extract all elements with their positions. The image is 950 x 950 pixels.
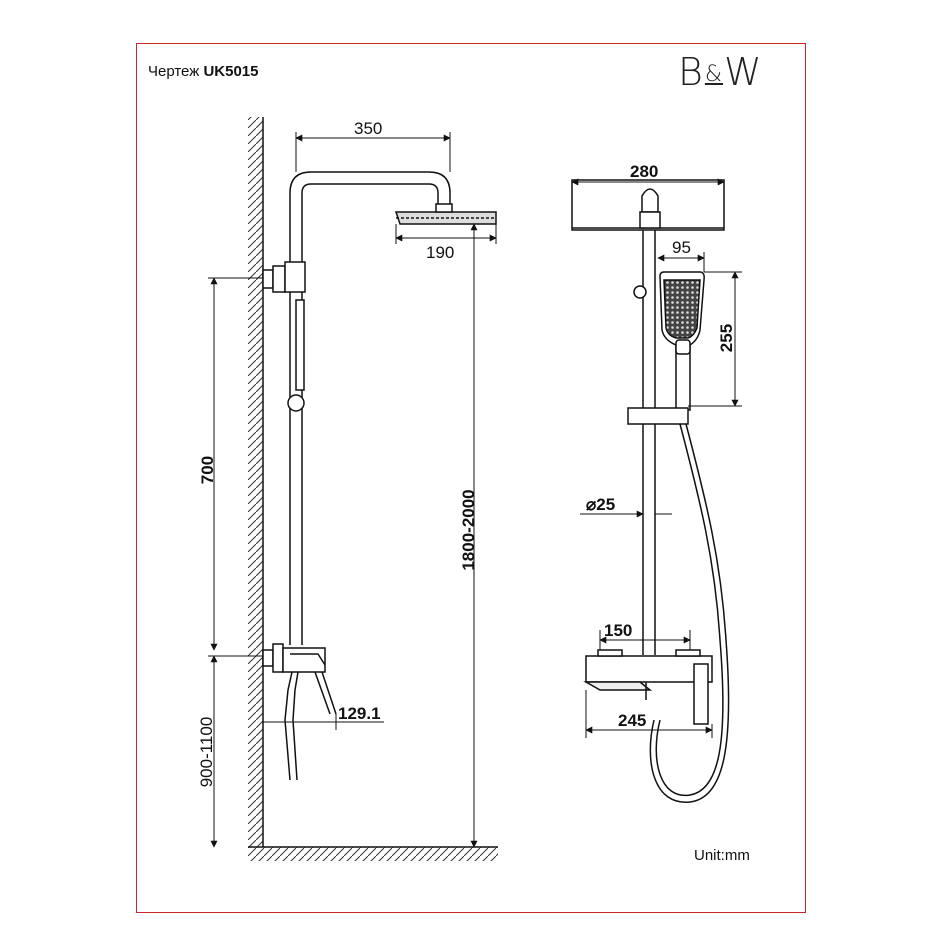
dim-mixer-height: 900-1100 <box>197 717 216 788</box>
model-number: UK5015 <box>203 63 259 80</box>
dim-rail-height: 700 <box>198 456 217 484</box>
front-view <box>571 179 730 803</box>
brand-ampersand: & <box>704 62 724 87</box>
arm-inner <box>301 183 439 205</box>
brand-letter-w: W <box>724 50 763 94</box>
dim-arm-length: 350 <box>354 119 382 138</box>
dim-head-size-front: 280 <box>630 162 658 181</box>
wall-hatch <box>248 117 263 847</box>
unit-label: Unit:mm <box>694 847 750 864</box>
dim-pipe-diameter: ⌀25 <box>586 495 615 514</box>
drawing-title: Чертеж UK5015 <box>148 63 258 80</box>
dim-total-height: 1800-2000 <box>459 489 478 570</box>
drawing-frame <box>136 43 806 913</box>
brand-letter-b: B <box>678 50 704 94</box>
title-prefix: Чертеж <box>148 63 200 80</box>
side-dimensions <box>208 132 497 848</box>
mixer-handle-front <box>693 663 709 725</box>
dim-hand-shower-width: 95 <box>672 238 691 257</box>
dim-mixer-depth: 129.1 <box>338 704 381 723</box>
hose-front <box>655 423 724 797</box>
slider-bracket <box>627 407 689 425</box>
hose-side <box>284 671 293 781</box>
dim-mixer-width: 245 <box>618 711 646 730</box>
lower-bracket <box>262 649 274 667</box>
mixer-handle-side <box>314 671 331 715</box>
brand-logo: B&W <box>678 50 763 94</box>
mixer-body-front <box>585 655 713 683</box>
upper-bracket <box>262 269 274 289</box>
floor-hatch <box>248 847 498 861</box>
arm-outer <box>289 171 451 205</box>
mixer-body-side <box>282 647 326 673</box>
dim-hand-shower-length: 255 <box>717 324 736 352</box>
side-view <box>248 117 498 861</box>
dim-center-distance: 150 <box>604 621 632 640</box>
hand-shower-face <box>663 279 701 339</box>
slider-knob <box>287 394 305 412</box>
front-dimensions <box>571 178 742 738</box>
dim-head-size-side: 190 <box>426 243 454 262</box>
